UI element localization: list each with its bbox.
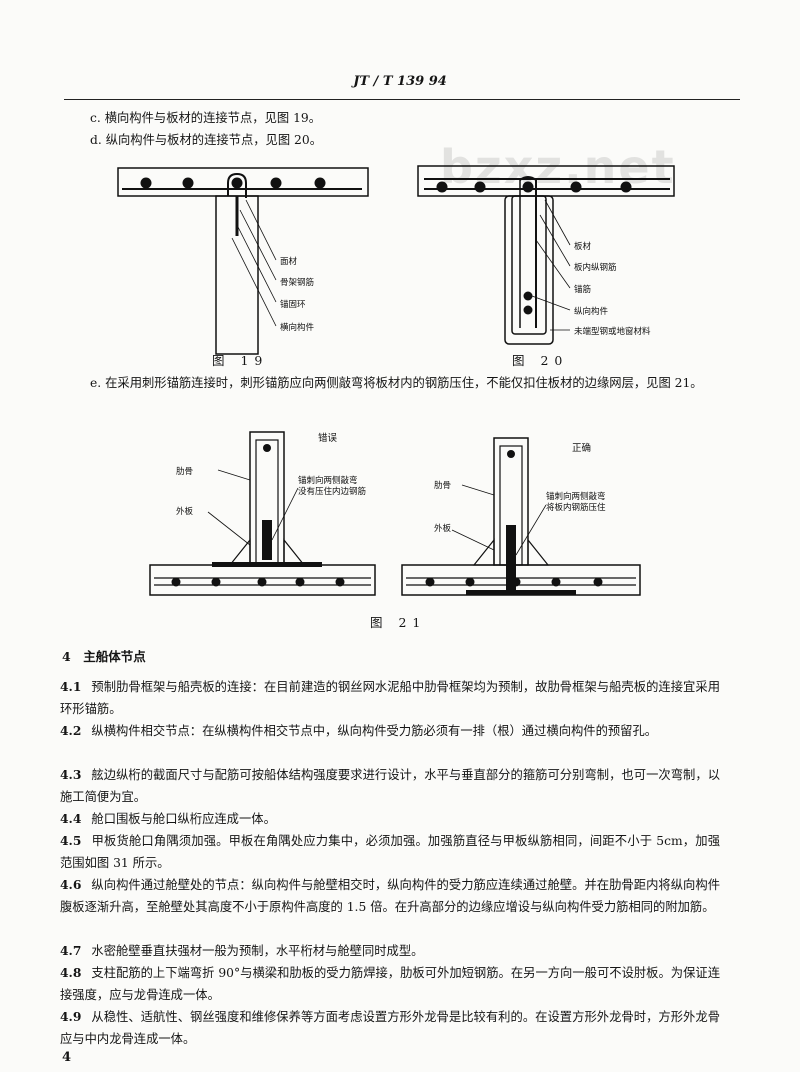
paragraph-text: 从稳性、适航性、钢丝强度和维修保养等方面考虑设置方形外龙骨是比较有利的。在设置方…: [60, 1010, 720, 1046]
fig21-left-note: 锚刺向两侧敲弯 没有压住内边钢筋: [298, 476, 367, 497]
fig19-caption: 图 19: [212, 353, 269, 368]
fig20-label-2: 板内纵钢筋: [574, 263, 617, 273]
fig20-label-5: 未端型钢或地窗材料: [574, 327, 651, 337]
page-number: 4: [62, 1050, 72, 1065]
paragraph-text: 纵向构件通过舱壁处的节点：纵向构件与舱壁相交时，纵向构件的受力筋应连续通过舱壁。…: [60, 878, 720, 914]
fig19-label-3: 锚固环: [280, 300, 306, 310]
running-header: JT / T 139 94: [353, 74, 447, 89]
paragraph-number: 4.5: [60, 833, 82, 848]
fig21-right-rib-label: 肋骨: [434, 481, 452, 491]
paragraph-text: 水密舱壁垂直扶强材一般为预制，水平桁材与舱壁同时成型。: [91, 944, 424, 958]
paragraph-text: 舱口围板与舱口纵桁应连成一体。: [91, 812, 276, 826]
fig20-label-3: 锚筋: [574, 285, 592, 295]
paragraph-text: 纵横构件相交节点：在纵横构件相交节点中，纵向构件受力筋必须有一排（根）通过横向构…: [91, 724, 658, 738]
paragraph-text: 舷边纵桁的截面尺寸与配筋可按船体结构强度要求进行设计，水平与垂直部分的箍筋可分别…: [60, 768, 720, 804]
fig19-label-2: 骨架钢筋: [280, 278, 315, 288]
intro-item-c: c. 横向构件与板材的连接节点，见图 19。: [90, 111, 322, 125]
paragraph-number: 4.6: [60, 877, 82, 892]
fig20-label-4: 纵向构件: [574, 307, 609, 317]
header-rule: [64, 99, 740, 100]
fig21-left-plate-label: 外板: [176, 507, 194, 517]
section-title: 4 主船体节点: [62, 649, 146, 664]
paragraph-text: 支柱配筋的上下端弯折 90°与横梁和肋板的受力筋焊接，肋板可外加短钢筋。在另一方…: [60, 966, 720, 1002]
paragraph-number: 4.2: [60, 723, 82, 738]
paragraph-number: 4.1: [60, 679, 82, 694]
paragraph-text: 预制肋骨框架与船壳板的连接：在目前建造的钢丝网水泥船中肋骨框架均为预制，故肋骨框…: [60, 680, 720, 716]
fig20-caption: 图 20: [512, 353, 569, 368]
fig21-right-status: 正确: [572, 443, 592, 454]
fig20-label-1: 板材: [574, 242, 592, 252]
paragraph-number: 4.8: [60, 965, 82, 980]
fig21-right-plate-label: 外板: [434, 524, 452, 534]
paragraph-e: e. 在采用刺形锚筋连接时，刺形锚筋应向两侧敲弯将板材内的钢筋压住，不能仅扣住板…: [90, 376, 703, 390]
paragraph-4-4: 4.4 舱口围板与舱口纵桁应连成一体。: [60, 808, 720, 830]
paragraph-number: 4.3: [60, 767, 82, 782]
paragraph-number: 4.9: [60, 1009, 82, 1024]
paragraph-4-2: 4.2 纵横构件相交节点：在纵横构件相交节点中，纵向构件受力筋必须有一排（根）通过…: [60, 720, 720, 742]
fig21-left-status: 错误: [318, 433, 338, 444]
paragraph-4-7: 4.7 水密舱壁垂直扶强材一般为预制，水平桁材与舱壁同时成型。: [60, 940, 720, 962]
fig21-caption: 图 21: [370, 615, 427, 630]
intro-item-d: d. 纵向构件与板材的连接节点，见图 20。: [90, 133, 322, 147]
paragraph-text: 甲板货舱口角隅须加强。甲板在角隅处应力集中，必须加强。加强筋直径与甲板纵筋相同，…: [60, 834, 720, 870]
paragraph-number: 4.4: [60, 811, 82, 826]
paragraph-number: 4.7: [60, 943, 82, 958]
fig19-label-4: 横向构件: [280, 323, 315, 333]
fig21-left-rib-label: 肋骨: [176, 467, 194, 477]
fig19-label-1: 面材: [280, 257, 298, 267]
fig21-right-note: 锚刺向两侧敲弯 将板内钢筋压住: [546, 492, 606, 513]
